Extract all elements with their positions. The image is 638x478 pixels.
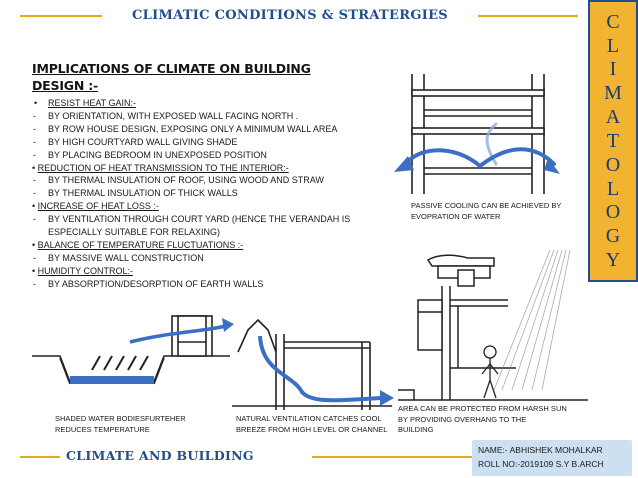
list-item-text: REDUCTION OF HEAT TRANSMISSION TO THE IN… <box>37 162 289 173</box>
list-item-text: BY THERMAL INSULATION OF THICK WALLS <box>48 188 238 199</box>
header-bar: CLIMATIC CONDITIONS & STRATERGIES <box>0 0 586 32</box>
footer-bar: CLIMATE AND BUILDING <box>20 438 472 478</box>
overhang-sketch <box>398 249 588 401</box>
author-box: NAME:- ABHISHEK MOHALKAR ROLL NO:-201910… <box>472 440 632 476</box>
list-item-text: INCREASE OF HEAT LOSS :- <box>37 201 159 212</box>
list-marker: - <box>33 175 36 186</box>
list-item: • REDUCTION OF HEAT TRANSMISSION TO THE … <box>32 162 382 175</box>
list-item: - BY ORIENTATION, WITH EXPOSED WALL FACIN… <box>32 110 382 123</box>
list-marker: • <box>34 98 38 108</box>
list-item-text: BY VENTILATION THROUGH COURT YARD (HENCE… <box>48 214 351 225</box>
main-content: IMPLICATIONS OF CLIMATE ON BUILDING DESI… <box>32 60 382 291</box>
page-title: CLIMATIC CONDITIONS & STRATERGIES <box>131 8 448 23</box>
heading-line-1: IMPLICATIONS OF CLIMATE ON BUILDING <box>32 61 311 76</box>
caption-line: BUILDING <box>398 425 434 434</box>
header-rule-right <box>478 15 578 17</box>
list-item: - BY MASSIVE WALL CONSTRUCTION <box>32 252 382 265</box>
list-item: - BY THERMAL INSULATION OF THICK WALLS <box>32 187 382 200</box>
passive-cooling-caption: PASSIVE COOLING CAN BE ACHIEVED BY EVOPR… <box>411 201 561 222</box>
list-marker: - <box>33 252 36 263</box>
footer-title: CLIMATE AND BUILDING <box>66 448 254 463</box>
list-item-text: BY PLACING BEDROOM IN UNEXPOSED POSITION <box>48 149 267 160</box>
banner-letter: A <box>605 106 621 129</box>
list-item-text: ESPECIALLY SUITABLE FOR RELAXING) <box>48 227 221 238</box>
bullet-marker: • <box>32 265 36 276</box>
bullet-marker: • <box>32 162 36 173</box>
bullet-marker: • <box>32 201 36 212</box>
list-marker: - <box>33 188 36 199</box>
list-marker: - <box>33 110 36 121</box>
bullet-marker: • <box>32 239 36 250</box>
banner-letter: C <box>606 10 620 33</box>
list-marker: - <box>33 278 36 289</box>
banner-letter: G <box>605 225 621 248</box>
banner-letter: I <box>609 58 617 81</box>
section-heading: IMPLICATIONS OF CLIMATE ON BUILDING DESI… <box>32 60 382 94</box>
list-item: • RESIST HEAT GAIN:- <box>32 97 382 110</box>
list-item: - BY HIGH COURTYARD WALL GIVING SHADE <box>32 136 382 149</box>
list-item: ESPECIALLY SUITABLE FOR RELAXING) <box>32 226 382 239</box>
list-item-text: BY THERMAL INSULATION OF ROOF, USING WOO… <box>48 175 324 186</box>
list-marker: - <box>33 136 36 147</box>
author-name: NAME:- ABHISHEK MOHALKAR <box>478 445 603 455</box>
list-item-text: HUMIDITY CONTROL:- <box>37 265 134 276</box>
caption-line: SHADED WATER BODIESFURTEHER <box>55 414 186 423</box>
list-item: • INCREASE OF HEAT LOSS :- <box>32 200 382 213</box>
list-item: • BALANCE OF TEMPERATURE FLUCTUATIONS :- <box>32 239 382 252</box>
list-item: - BY ROW HOUSE DESIGN, EXPOSING ONLY A MI… <box>32 123 382 136</box>
caption-line: PASSIVE COOLING CAN BE ACHIEVED BY <box>411 201 562 210</box>
water-body-sketch <box>32 315 234 385</box>
list-marker: - <box>33 123 36 134</box>
list-item: - BY PLACING BEDROOM IN UNEXPOSED POSITIO… <box>32 149 382 162</box>
water-body-caption: SHADED WATER BODIESFURTEHER REDUCES TEMP… <box>55 414 186 435</box>
list-marker: - <box>33 149 36 160</box>
caption-line: EVOPRATION OF WATER <box>411 211 501 221</box>
footer-rule-left <box>20 456 60 458</box>
list-item-text: BY ORIENTATION, WITH EXPOSED WALL FACING… <box>48 110 299 121</box>
overhang-caption: AREA CAN BE PROTECTED FROM HARSH SUN BY … <box>398 404 567 436</box>
list-item-text: BY MASSIVE WALL CONSTRUCTION <box>48 252 204 263</box>
list-item: - BY ABSORPTION/DESORPTION OF EARTH WALLS <box>32 278 382 291</box>
list-item: • HUMIDITY CONTROL:- <box>32 265 382 278</box>
banner-letter: O <box>605 153 621 176</box>
header-rule-left <box>20 15 102 17</box>
list-marker: - <box>33 214 36 225</box>
banner-letter: L <box>606 177 620 200</box>
banner-letter: M <box>604 82 622 105</box>
ventilation-caption: NATURAL VENTILATION CATCHES COOL BREEZE … <box>236 414 387 435</box>
author-roll: ROLL NO:-2019109 S.Y B.ARCH <box>478 459 604 469</box>
banner-letter: Y <box>605 249 621 272</box>
banner-letter: T <box>606 129 620 152</box>
caption-line: NATURAL VENTILATION CATCHES COOL <box>236 414 382 423</box>
heading-line-2: DESIGN :- <box>32 78 99 93</box>
list-item-text: BY ABSORPTION/DESORPTION OF EARTH WALLS <box>48 278 264 289</box>
caption-line: BREEZE FROM HIGH LEVEL OR CHANNEL <box>236 424 388 434</box>
implications-list: • RESIST HEAT GAIN:- - BY ORIENTATION, WITH… <box>32 97 382 291</box>
caption-line: AREA CAN BE PROTECTED FROM HARSH SUN <box>398 404 567 413</box>
passive-cooling-sketch <box>394 74 560 194</box>
natural-ventilation-sketch <box>232 318 394 410</box>
list-item-text: BALANCE OF TEMPERATURE FLUCTUATIONS :- <box>37 239 244 250</box>
list-item: - BY VENTILATION THROUGH COURT YARD (HENC… <box>32 213 382 226</box>
list-item-text: BY HIGH COURTYARD WALL GIVING SHADE <box>48 136 238 147</box>
list-item-text: BY ROW HOUSE DESIGN, EXPOSING ONLY A MIN… <box>48 123 338 134</box>
list-item-text: RESIST HEAT GAIN:- <box>48 98 137 108</box>
banner-letter: O <box>605 201 621 224</box>
caption-line: BY PROVIDING OVERHANG TO THE <box>398 414 527 424</box>
caption-line: REDUCES TEMPERATURE <box>55 424 150 434</box>
footer-rule-right <box>312 456 472 458</box>
list-item: - BY THERMAL INSULATION OF ROOF, USING WO… <box>32 174 382 187</box>
banner-letter: L <box>606 34 620 57</box>
